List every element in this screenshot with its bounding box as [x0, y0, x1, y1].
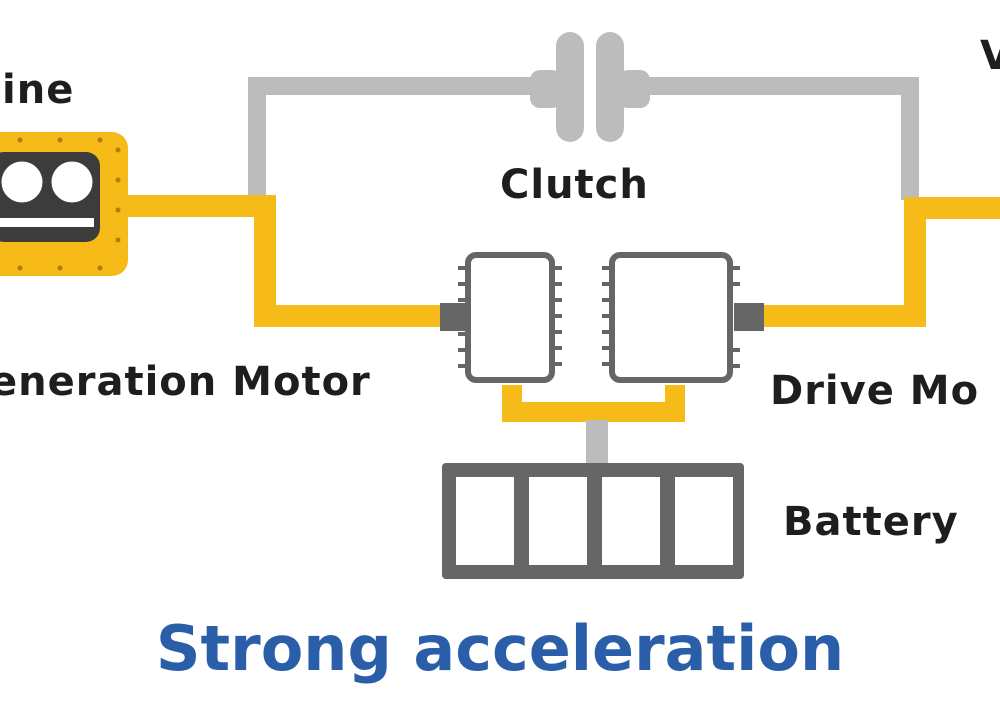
caption: Strong acceleration: [155, 612, 845, 685]
clutch-label: Clutch: [500, 162, 649, 208]
wheel-label-partial: V: [980, 33, 1000, 79]
generation-motor-icon: [440, 252, 562, 383]
motor-battery-connector: [502, 385, 685, 465]
drive-power-line: [760, 197, 1000, 327]
clutch-path: [248, 77, 919, 200]
generation-motor-label: eneration Motor: [0, 359, 371, 405]
battery-icon: [442, 463, 744, 579]
engine-label: ine: [2, 67, 75, 113]
drive-motor-label: Drive Mo: [770, 368, 980, 414]
drive-motor-icon: [602, 252, 764, 383]
engine-power-line: [120, 195, 450, 327]
clutch-icon: [530, 32, 650, 142]
engine-icon: [0, 132, 128, 276]
battery-label: Battery: [783, 499, 959, 545]
